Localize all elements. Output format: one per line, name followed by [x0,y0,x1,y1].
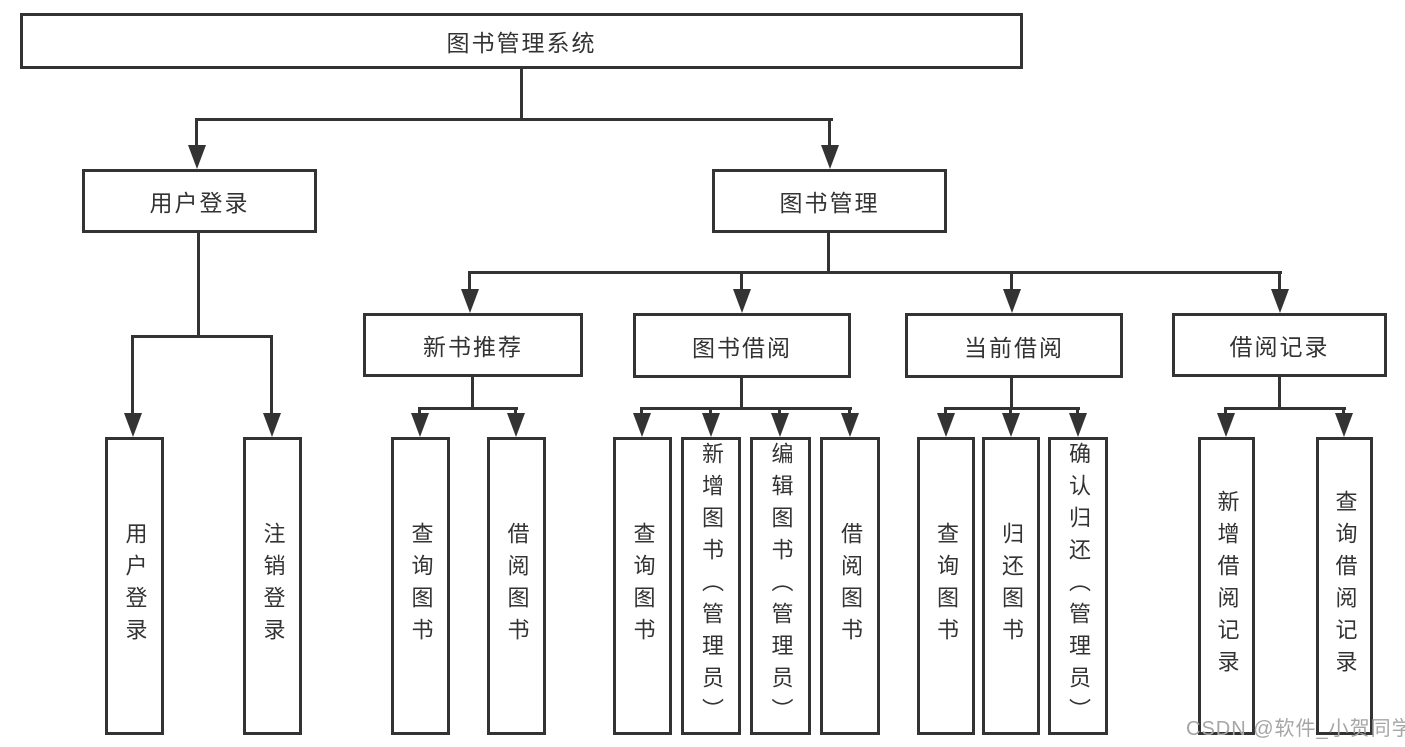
node-library-management-system: 图书管理系统 [20,13,1023,69]
connector-line-h [418,407,518,410]
connector-line-h [640,407,852,410]
leaf-edit-books-admin: 编辑图书（管理员） [750,437,811,735]
arrow-down-icon [733,289,751,313]
arrow-down-icon [461,289,479,313]
arrow-down-icon [1069,413,1087,437]
connector-line-v [740,271,743,291]
arrow-down-icon [411,413,429,437]
leaf-query-borrow-record: 查询借阅记录 [1316,437,1373,735]
arrow-down-icon [937,413,955,437]
connector-line-v [270,335,273,415]
leaf-add-books-admin: 新增图书（管理员） [681,437,741,735]
connector-line-h [944,407,1080,410]
connector-line-v [848,407,851,415]
connector-line-v [778,407,781,415]
leaf-query-books-1: 查询图书 [391,437,450,735]
connector-line-v [1076,407,1079,415]
watermark: CSDN @软件_小贺同学 [1186,718,1405,740]
leaf-query-books-2: 查询图书 [613,437,672,735]
arrow-down-icon [1002,413,1020,437]
leaf-user-login: 用户登录 [105,437,164,735]
connector-line-v [1010,271,1013,291]
arrow-down-icon [1335,413,1353,437]
connector-line-v [1278,271,1281,291]
connector-line-v [1009,407,1012,415]
arrow-down-icon [507,413,525,437]
leaf-add-borrow-record: 新增借阅记录 [1198,437,1255,735]
connector-line-v [468,271,471,291]
connector-line-v [1342,407,1345,415]
node-book-borrow: 图书借阅 [633,313,851,378]
connector-line-v [1278,375,1281,410]
leaf-borrow-books-1: 借阅图书 [487,437,546,735]
connector-line-h [1224,407,1346,410]
connector-line-v [1010,376,1013,410]
arrow-down-icon [821,145,839,169]
leaf-borrow-books-2: 借阅图书 [820,437,880,735]
arrow-down-icon [633,413,651,437]
node-borrow-records: 借阅记录 [1172,313,1387,377]
arrow-down-icon [702,413,720,437]
node-book-management: 图书管理 [712,169,947,233]
connector-line-v [195,118,198,147]
connector-line-v [1224,407,1227,415]
leaf-return-books: 归还图书 [982,437,1040,735]
connector-line-v [828,118,831,147]
connector-line-h [131,335,273,338]
arrow-down-icon [188,145,206,169]
leaf-confirm-return-admin: 确认归还（管理员） [1048,437,1108,735]
arrow-down-icon [263,413,281,437]
connector-line-v [520,67,523,120]
arrow-down-icon [771,413,789,437]
connector-line-v [640,407,643,415]
leaf-query-books-3: 查询图书 [917,437,975,735]
node-current-borrow: 当前借阅 [905,313,1123,378]
node-new-book-recommend: 新书推荐 [363,313,583,377]
node-user-login: 用户登录 [82,169,317,233]
connector-line-v [197,231,200,337]
connector-line-v [709,407,712,415]
arrow-down-icon [1003,289,1021,313]
connector-line-v [944,407,947,415]
leaf-logout: 注销登录 [243,437,302,735]
connector-line-v [827,231,830,274]
connector-line-h [468,271,1282,274]
connector-line-v [131,335,134,415]
arrow-down-icon [1271,289,1289,313]
arrow-down-icon [1217,413,1235,437]
connector-line-v [471,375,474,410]
connector-line-v [740,376,743,410]
connector-line-v [514,407,517,415]
connector-line-v [418,407,421,415]
arrow-down-icon [124,413,142,437]
arrow-down-icon [841,413,859,437]
connector-line-h [195,118,833,121]
